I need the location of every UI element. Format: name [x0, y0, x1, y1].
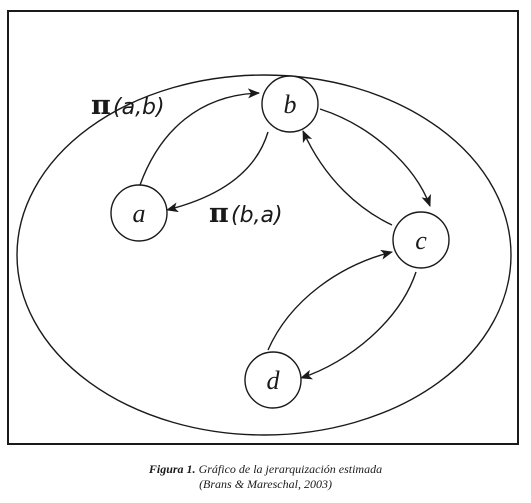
edge-b-to-a [166, 131, 269, 213]
edge-b-to-c [319, 108, 431, 207]
node-d-label: d [267, 366, 281, 395]
outer-ellipse [16, 74, 512, 436]
figure-caption: Figura 1. Gráfico de la jerarquización e… [0, 462, 531, 492]
figure-frame [7, 10, 519, 445]
pi-ba-args: (b,a) [231, 203, 283, 228]
node-c-label: c [415, 226, 427, 255]
node-b-label: b [284, 90, 297, 119]
node-b-circle [261, 75, 319, 133]
node-a-circle [110, 184, 168, 242]
node-a-label: a [133, 199, 146, 228]
pi-ba-symbol: π [209, 198, 229, 229]
ranking-graph: a b c d π (a,b) π (b,a) [16, 74, 512, 436]
pi-ab-symbol: π [91, 90, 111, 121]
edge-a-to-b [139, 88, 260, 186]
node-a: a [110, 184, 168, 242]
edge-d-to-c [267, 249, 393, 351]
node-d-circle [244, 351, 302, 409]
edge-label-pi-ab: π (a,b) [91, 90, 165, 121]
caption-title: Gráfico de la jerarquización estimada [198, 462, 383, 476]
node-c-circle [392, 211, 450, 269]
node-b: b [261, 75, 319, 133]
caption-label: Figura 1. [148, 462, 196, 476]
node-c: c [392, 211, 450, 269]
pi-ab-args: (a,b) [113, 95, 165, 120]
caption-line-1: Figura 1. Gráfico de la jerarquización e… [0, 462, 531, 477]
edge-c-to-b [302, 130, 393, 226]
edge-c-to-d [300, 271, 417, 380]
node-d: d [244, 351, 302, 409]
caption-source: (Brans & Mareschal, 2003) [199, 477, 332, 491]
edge-label-pi-ba: π (b,a) [209, 198, 283, 229]
